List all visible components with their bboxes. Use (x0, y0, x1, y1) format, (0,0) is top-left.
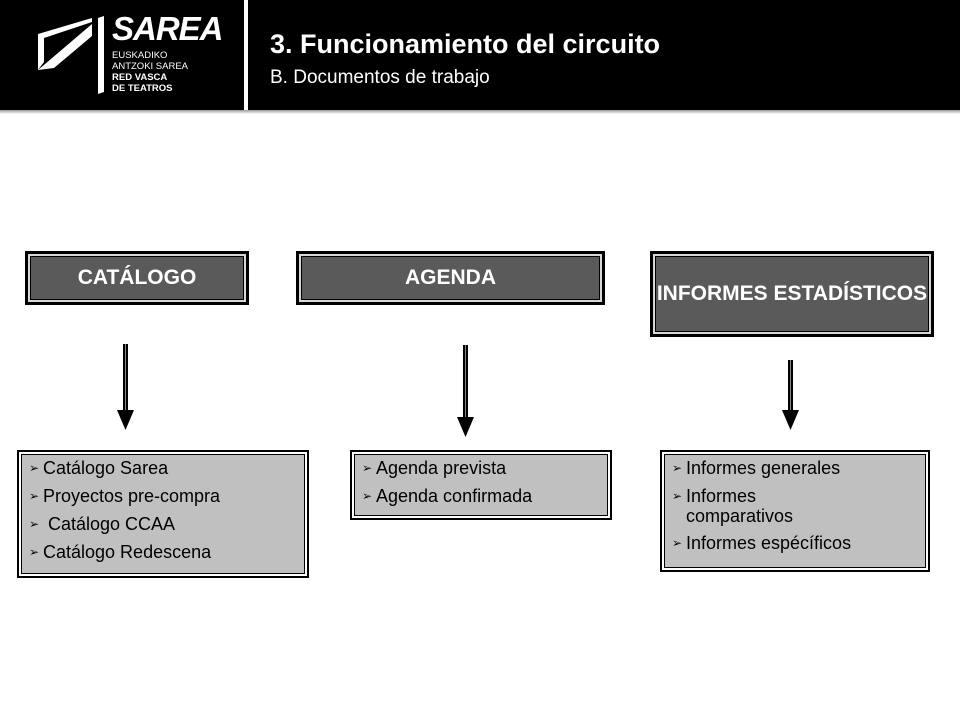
arrowhead-bullet-icon: ➢ (29, 461, 40, 475)
category-box-informes: INFORMES ESTADÍSTICOS (650, 251, 934, 337)
list-item-text: Informes comparativos (686, 486, 794, 526)
page-title: 3. Funcionamiento del circuito (270, 29, 661, 59)
list-item: ➢ Catálogo Redescena (29, 542, 297, 563)
category-box-agenda: AGENDA (296, 251, 605, 305)
list-item-text: Informes generales (686, 458, 841, 478)
list-item: ➢ Informes espécíficos (672, 533, 918, 554)
category-box-catalogo: CATÁLOGO (25, 251, 249, 305)
arrowhead-bullet-icon: ➢ (672, 536, 683, 550)
list-item: ➢ Catálogo Sarea (29, 458, 297, 479)
logo-mark-icon (38, 16, 104, 94)
list-item-text: Agenda prevista (376, 458, 507, 478)
list-box-catalogo: ➢ Catálogo Sarea ➢ Proyectos pre-compra … (17, 450, 309, 578)
list-item: ➢ Proyectos pre-compra (29, 486, 297, 507)
logo-line-4: DE TEATROS (112, 83, 173, 94)
header-divider (244, 0, 248, 112)
logo-line-3: RED VASCA (112, 72, 168, 83)
list-item: ➢ Agenda confirmada (362, 486, 600, 507)
logo-brand: SAREA (112, 10, 224, 47)
list-item-text: Catálogo Sarea (43, 458, 169, 478)
arrowhead-bullet-icon: ➢ (29, 489, 40, 503)
arrowhead-bullet-icon: ➢ (672, 489, 683, 503)
arrowhead-bullet-icon: ➢ (672, 461, 683, 475)
down-arrow-icon (117, 344, 134, 430)
list-item: ➢ Catálogo CCAA (29, 514, 297, 535)
arrowhead-bullet-icon: ➢ (29, 545, 40, 559)
down-arrow-icon (457, 345, 474, 437)
logo-line-2: ANTZOKI SAREA (112, 61, 189, 72)
down-arrow-icon (782, 360, 799, 430)
list-item: ➢ Informes comparativos (672, 486, 918, 526)
arrowhead-bullet-icon: ➢ (29, 517, 40, 531)
list-box-informes: ➢ Informes generales ➢ Informes comparat… (660, 450, 930, 572)
list-item-text: Catálogo Redescena (43, 542, 212, 562)
header-shadow (0, 110, 960, 114)
arrowhead-bullet-icon: ➢ (362, 461, 373, 475)
arrowhead-bullet-icon: ➢ (362, 489, 373, 503)
list-item-text: Proyectos pre-compra (43, 486, 221, 506)
list-item-text: Agenda confirmada (376, 486, 533, 506)
list-box-agenda: ➢ Agenda prevista ➢ Agenda confirmada (350, 450, 612, 520)
list-item: ➢ Agenda prevista (362, 458, 600, 479)
sarea-logo: SAREA EUSKADIKO ANTZOKI SAREA RED VASCA … (0, 0, 246, 110)
page-subtitle: B. Documentos de trabajo (270, 67, 490, 88)
header-bar: SAREA EUSKADIKO ANTZOKI SAREA RED VASCA … (0, 0, 960, 112)
logo-line-1: EUSKADIKO (112, 50, 168, 61)
list-item: ➢ Informes generales (672, 458, 918, 479)
list-item-text: Informes espécíficos (686, 533, 852, 553)
list-item-text: Catálogo CCAA (43, 514, 176, 534)
